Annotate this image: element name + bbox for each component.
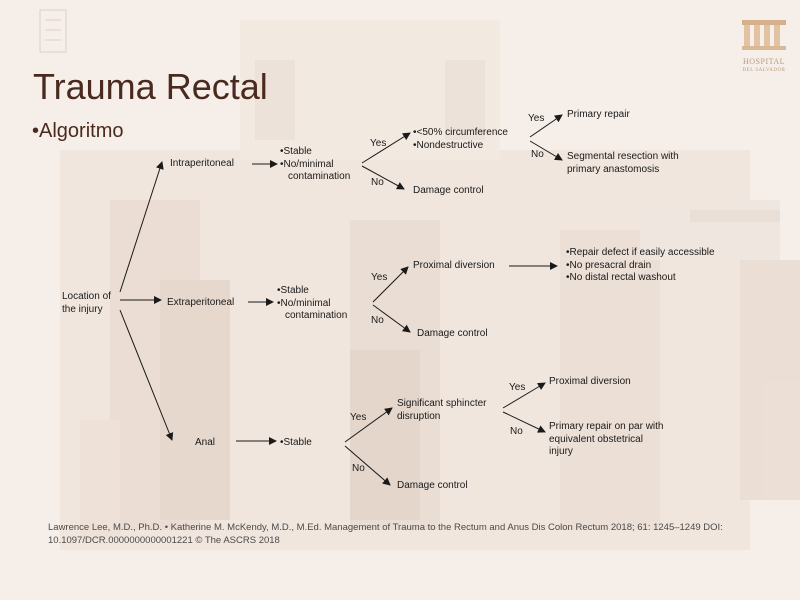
intra-no-label: No [371, 177, 384, 188]
anal-sub-no-outcome-3: injury [549, 446, 573, 457]
logo-line2: DEL SALVADOR [742, 68, 786, 73]
extraperitoneal-label: Extraperitoneal [167, 297, 235, 308]
intra-cond-1: Stable [280, 146, 350, 159]
arrow-extra-no [372, 304, 411, 333]
anal-label: Anal [195, 437, 216, 448]
root-node: Location of the injury [62, 291, 111, 316]
extra-items: Repair defect if easily accessible No pr… [566, 247, 715, 285]
arrow-intra-sub-no [529, 140, 563, 161]
intraperitoneal-condition: Stable No/minimal contamination [280, 146, 351, 184]
arrow-extra-yes [372, 266, 409, 303]
extra-cond-1: Stable [277, 285, 347, 298]
arrow-root-anal [119, 309, 174, 441]
hospital-logo: HOSPITAL DEL SALVADOR [736, 18, 792, 75]
arrow-anal-yes [344, 407, 393, 443]
anal-sub-no-outcome-2: equivalent obstetrical [549, 433, 643, 445]
extra-cond-2: No/minimal [277, 298, 347, 311]
intra-no-outcome: Damage control [413, 185, 484, 196]
anal-sub-yes-outcome: Proximal diversion [549, 376, 631, 387]
building-icon [742, 20, 786, 50]
intra-sub-no-outcome-2: primary anastomosis [567, 163, 660, 175]
logo-line1: HOSPITAL [742, 57, 786, 66]
anal-condition: Stable [280, 437, 312, 450]
extra-item-3: No distal rectal washout [566, 272, 715, 285]
root-line1: Location of [62, 291, 111, 302]
anal-yes-outcome: Significant sphincter disruption [397, 398, 487, 423]
arrow-anal-no [344, 445, 391, 486]
anal-yes-outcome-1: Significant sphincter [397, 398, 487, 409]
arrow-intra-sub-yes [529, 114, 563, 138]
extra-no-outcome: Damage control [417, 328, 488, 339]
extra-no-label: No [371, 315, 384, 326]
arrow-intra-no [361, 165, 405, 190]
intraperitoneal-label: Intraperitoneal [170, 158, 234, 169]
intra-sub-yes-label: Yes [528, 113, 545, 124]
intra-cond-3: contamination [288, 171, 351, 182]
anal-yes-outcome-2: disruption [397, 410, 441, 422]
arrow-intra-yes [361, 132, 411, 164]
anal-yes-label: Yes [350, 412, 367, 423]
arrow-anal-sub-yes [502, 382, 546, 409]
intra-yes-items: <50% circumference Nondestructive [413, 127, 508, 152]
anal-no-label: No [352, 463, 365, 474]
slide-title: Trauma Rectal [33, 66, 268, 107]
intra-sub-no-outcome: Segmental resection with primary anastom… [567, 151, 679, 176]
intra-sub-no-label: No [531, 149, 544, 160]
anal-sub-no-label: No [510, 426, 523, 437]
intra-sub-no-outcome-1: Segmental resection with [567, 151, 679, 162]
extra-item-1: Repair defect if easily accessible [566, 247, 715, 260]
arrow-root-intraperitoneal [119, 161, 164, 293]
extra-yes-outcome: Proximal diversion [413, 260, 495, 271]
intra-yes-item-2: Nondestructive [413, 140, 508, 153]
anal-no-outcome: Damage control [397, 480, 468, 491]
intra-cond-2: No/minimal [280, 159, 350, 172]
extraperitoneal-condition: Stable No/minimal contamination [277, 285, 348, 323]
anal-sub-no-outcome: Primary repair on par with equivalent ob… [549, 421, 663, 459]
anal-sub-no-outcome-1: Primary repair on par with [549, 421, 664, 432]
slide-subtitle: Algoritmo [32, 120, 123, 143]
extra-item-2: No presacral drain [566, 260, 715, 273]
extra-yes-label: Yes [371, 272, 388, 283]
root-line2: the injury [62, 303, 103, 315]
intra-yes-item-1: <50% circumference [413, 127, 508, 140]
intra-yes-label: Yes [370, 138, 387, 149]
extra-cond-3: contamination [285, 310, 348, 321]
citation-reference: Lawrence Lee, M.D., Ph.D. • Katherine M.… [48, 522, 723, 546]
arrow-anal-sub-no [502, 411, 546, 433]
anal-sub-yes-label: Yes [509, 382, 526, 393]
intra-sub-yes-outcome: Primary repair [567, 109, 630, 120]
